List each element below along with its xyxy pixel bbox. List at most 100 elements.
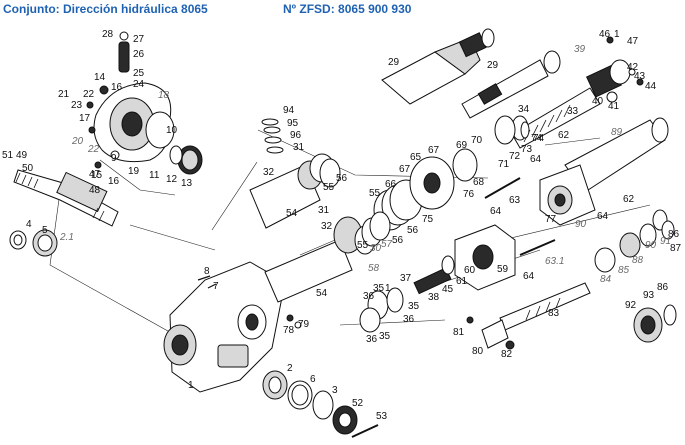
piston-54-lower bbox=[264, 211, 391, 303]
callout-80: 80 bbox=[472, 346, 484, 357]
callout-33: 33 bbox=[567, 106, 579, 117]
callout-91: 91 bbox=[660, 236, 671, 247]
sector-shaft-83 bbox=[466, 282, 591, 350]
callout-63: 63 bbox=[509, 195, 521, 206]
callout-53: 53 bbox=[376, 411, 388, 422]
callout-9: 9 bbox=[111, 153, 117, 164]
spring-pins-94-96 bbox=[261, 118, 284, 154]
callout-89: 89 bbox=[611, 127, 623, 138]
callout-54: 54 bbox=[286, 208, 298, 219]
callout-2: 2 bbox=[287, 363, 293, 374]
callout-14: 14 bbox=[94, 72, 106, 83]
top-cylinder-29 bbox=[381, 28, 495, 105]
callout-36: 36 bbox=[363, 291, 375, 302]
valve-spool-parts bbox=[359, 255, 455, 333]
callout-57: 57 bbox=[381, 239, 393, 250]
cylinder-housing-89-90 bbox=[539, 117, 669, 226]
callout-61: 61 bbox=[456, 276, 468, 287]
callout-1a: 1 bbox=[614, 29, 620, 40]
valve-cover-group bbox=[86, 31, 203, 175]
callout-72: 72 bbox=[509, 151, 521, 162]
small-fittings bbox=[197, 275, 302, 329]
input-shaft-left bbox=[13, 169, 119, 227]
callout-56: 56 bbox=[336, 173, 348, 184]
callout-35: 35 bbox=[373, 283, 385, 294]
callout-71: 71 bbox=[498, 159, 510, 170]
callout-55: 55 bbox=[323, 182, 335, 193]
callout-88: 88 bbox=[632, 255, 644, 266]
callout-35c: 35 bbox=[379, 331, 391, 342]
callout-1b: 1 bbox=[385, 283, 391, 294]
callout-15: 15 bbox=[91, 170, 103, 181]
callout-7: 7 bbox=[213, 281, 219, 292]
callout-48: 48 bbox=[89, 185, 101, 196]
callout-93: 93 bbox=[643, 290, 655, 301]
callout-19: 19 bbox=[128, 166, 140, 177]
fittings-42-47 bbox=[606, 36, 644, 103]
callout-90b: 90 bbox=[645, 240, 657, 251]
callout-6: 6 bbox=[310, 374, 316, 385]
main-housing bbox=[163, 261, 286, 393]
callout-79: 79 bbox=[298, 319, 310, 330]
callout-13: 13 bbox=[181, 178, 193, 189]
callout-64d: 64 bbox=[523, 271, 535, 282]
callout-76: 76 bbox=[463, 189, 475, 200]
callout-73: 73 bbox=[521, 144, 533, 155]
callout-58: 58 bbox=[368, 263, 380, 274]
assembly-title: Conjunto: Dirección hidráulica 8065 bbox=[3, 2, 208, 16]
callout-74: 74 bbox=[531, 133, 543, 144]
callout-55c: 55 bbox=[357, 240, 369, 251]
callout-34: 34 bbox=[518, 104, 530, 115]
callout-66: 66 bbox=[385, 179, 397, 190]
callout-63-1: 63.1 bbox=[545, 256, 564, 267]
callout-29: 29 bbox=[388, 57, 400, 68]
callout-59: 59 bbox=[497, 264, 509, 275]
callout-77: 77 bbox=[545, 214, 557, 225]
callout-22b: 22 bbox=[87, 144, 100, 155]
callout-74b: 74 bbox=[533, 133, 545, 144]
callout-5: 5 bbox=[42, 225, 48, 236]
callout-56b: 56 bbox=[407, 225, 419, 236]
callout-21: 21 bbox=[58, 89, 70, 100]
callout-44: 44 bbox=[645, 81, 657, 92]
callout-29b: 29 bbox=[487, 60, 499, 71]
callout-27: 27 bbox=[133, 34, 145, 45]
callout-83: 83 bbox=[548, 308, 560, 319]
callout-55b: 55 bbox=[369, 188, 381, 199]
callout-10: 10 bbox=[166, 125, 178, 136]
callout-40: 40 bbox=[592, 96, 604, 107]
callout-75: 75 bbox=[422, 214, 434, 225]
callout-37: 37 bbox=[400, 273, 412, 284]
callout-56c: 56 bbox=[392, 235, 404, 246]
callout-4: 4 bbox=[26, 219, 32, 230]
seals-4-5 bbox=[9, 229, 58, 257]
callout-38: 38 bbox=[428, 292, 440, 303]
bottom-seal-stack bbox=[262, 370, 379, 438]
callout-95: 95 bbox=[287, 118, 299, 129]
callout-11: 11 bbox=[149, 170, 160, 181]
callout-49: 49 bbox=[16, 150, 28, 161]
callout-28: 28 bbox=[102, 29, 114, 40]
callout-87: 87 bbox=[670, 243, 682, 254]
callout-50: 50 bbox=[22, 163, 34, 174]
callout-64c: 64 bbox=[597, 211, 609, 222]
piston-54-upper bbox=[249, 153, 341, 229]
callout-16b: 16 bbox=[108, 176, 120, 187]
callout-47b: 47 bbox=[627, 36, 639, 47]
zfsd-reference: Nº ZFSD: 8065 900 930 bbox=[283, 2, 412, 16]
callout-46: 46 bbox=[599, 29, 611, 40]
callout-62b: 62 bbox=[623, 194, 635, 205]
callout-39: 39 bbox=[574, 44, 586, 55]
callout-78: 78 bbox=[283, 325, 295, 336]
callout-86: 86 bbox=[668, 229, 680, 240]
seal-34-74 bbox=[511, 115, 601, 146]
callout-81: 81 bbox=[453, 327, 465, 338]
callout-43: 43 bbox=[634, 71, 646, 82]
callout-35b: 35 bbox=[408, 301, 420, 312]
callout-65: 65 bbox=[410, 152, 422, 163]
callout-23: 23 bbox=[71, 100, 83, 111]
callout-64: 64 bbox=[530, 154, 542, 165]
callout-64b: 64 bbox=[490, 206, 502, 217]
valve-body-59 bbox=[454, 177, 556, 291]
